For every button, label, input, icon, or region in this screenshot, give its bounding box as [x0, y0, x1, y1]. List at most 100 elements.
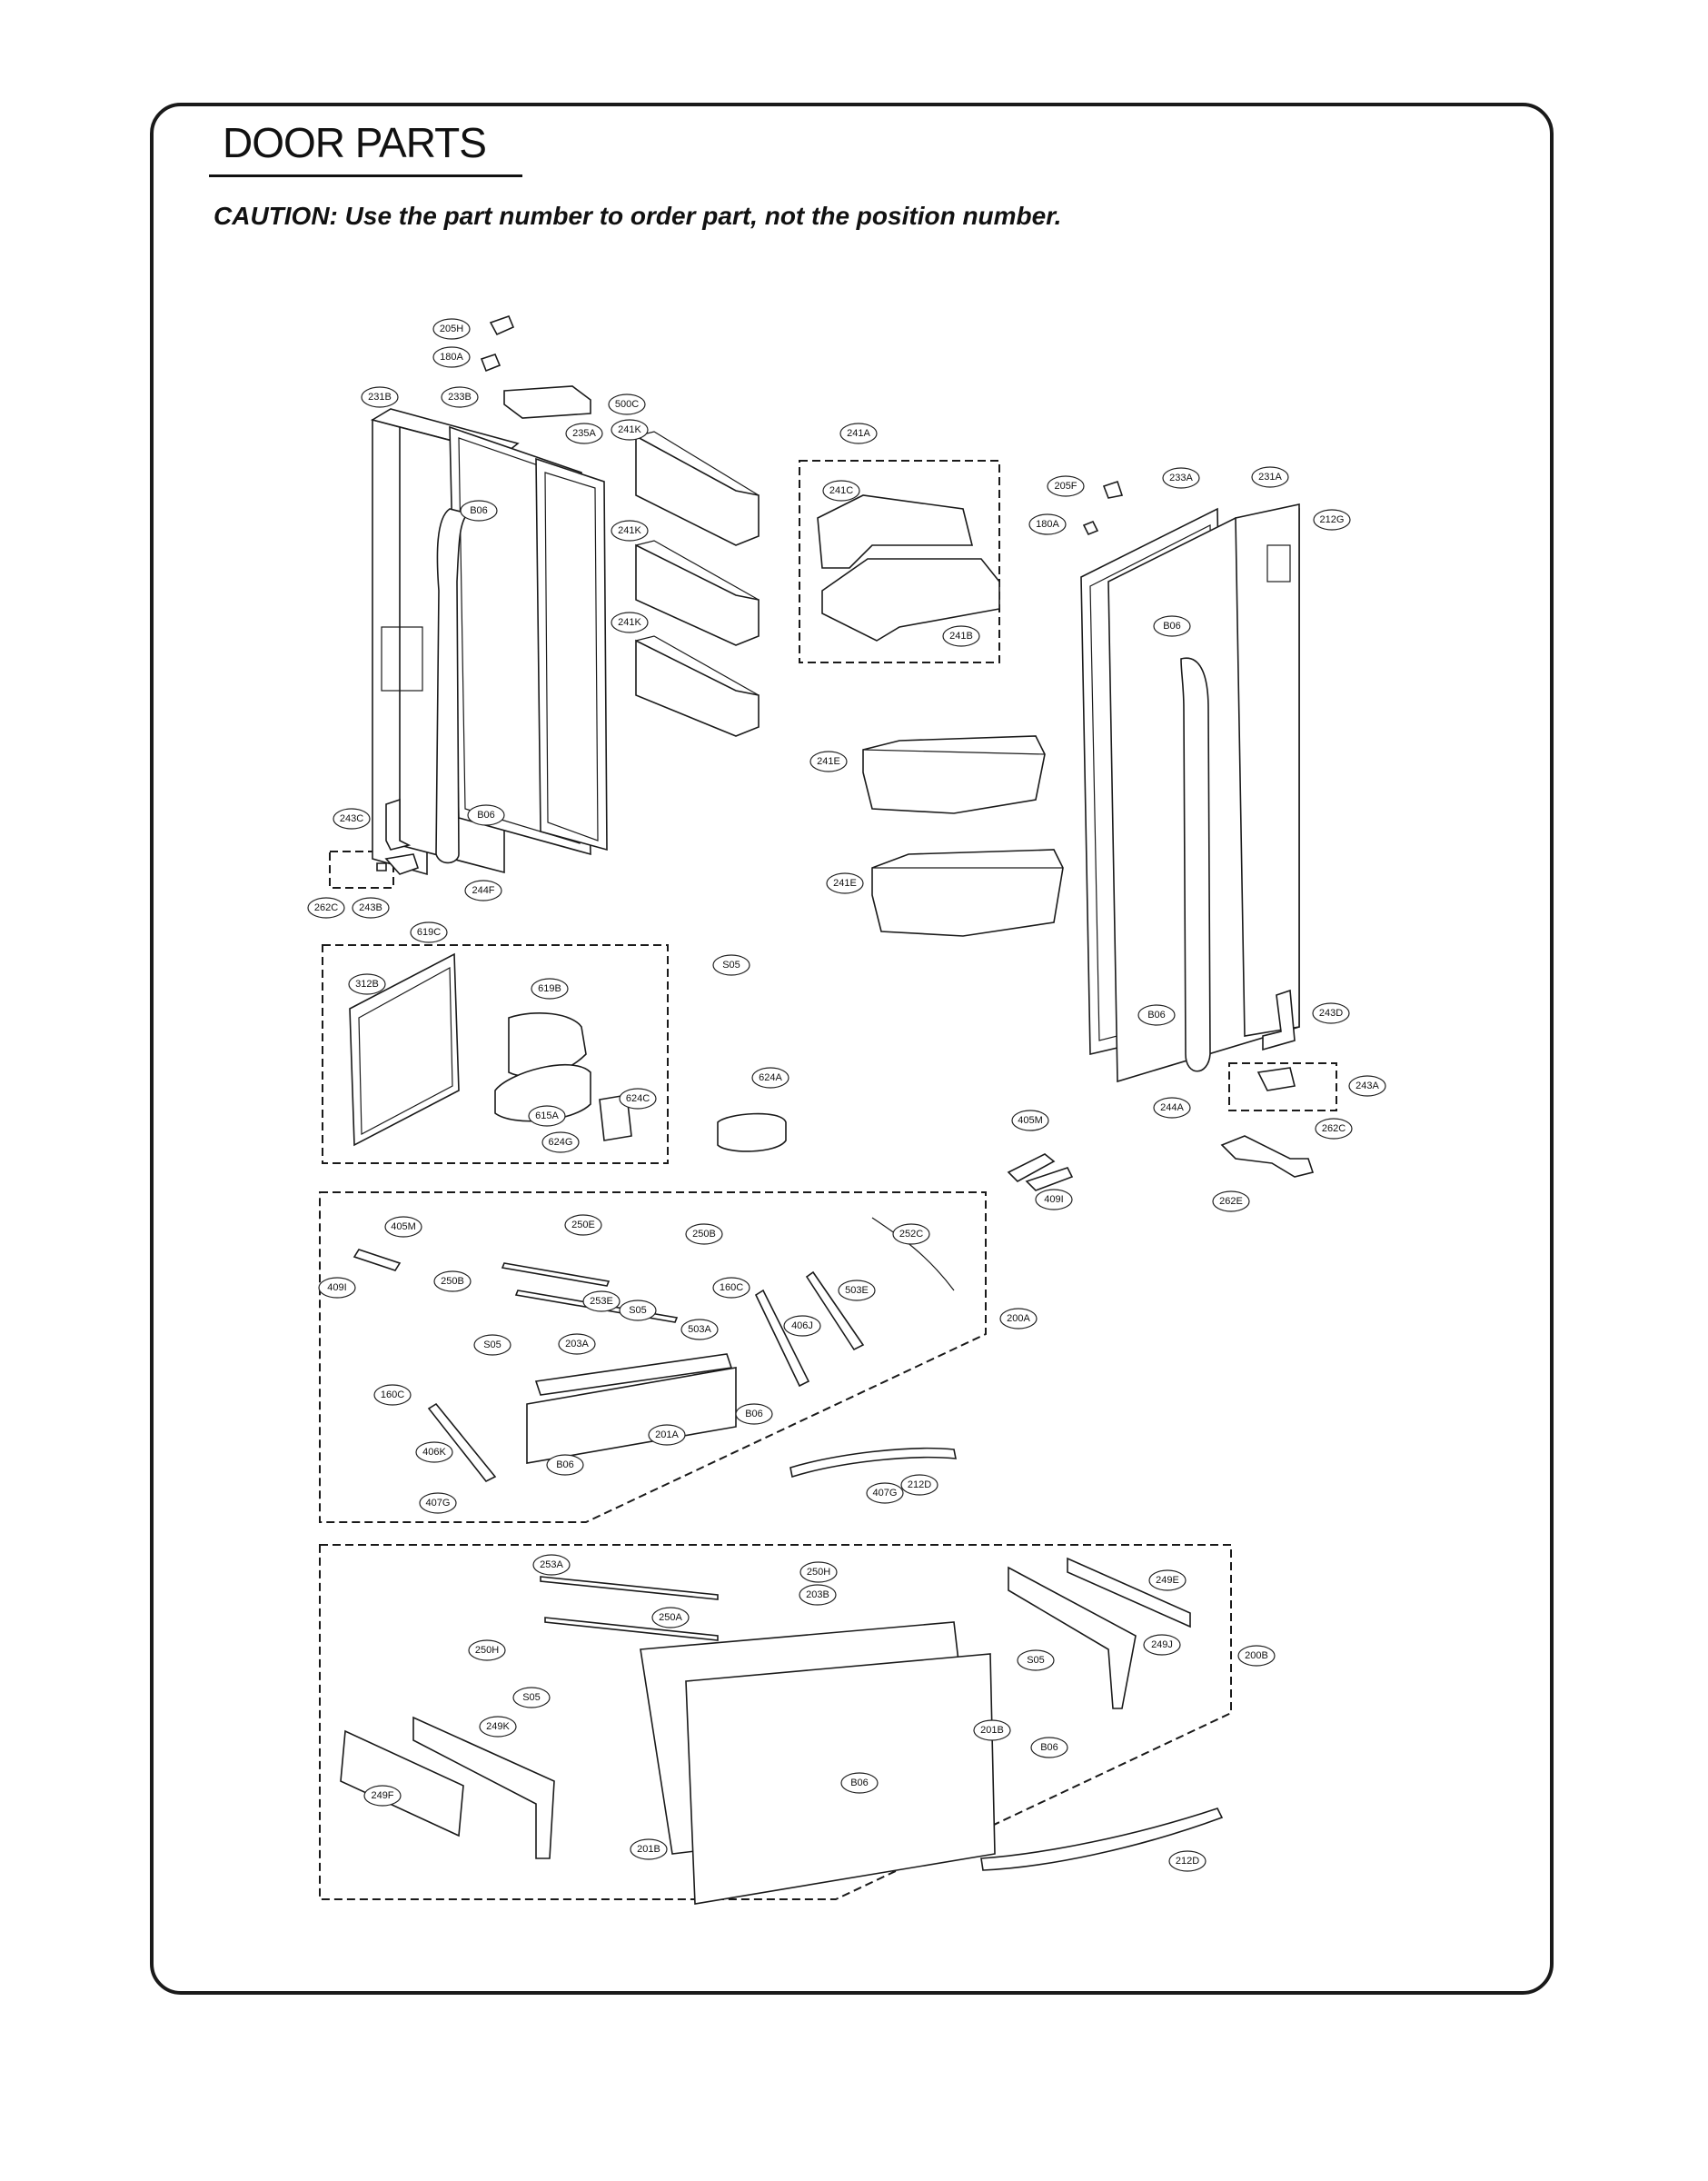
callout-text: 243C [340, 813, 363, 824]
callout-200a: 200A [999, 1308, 1038, 1330]
callout-text: 235A [572, 428, 596, 439]
callout-bubble [419, 1492, 457, 1514]
callout-text: 407G [873, 1488, 898, 1499]
callout-409i: 409I [1035, 1189, 1073, 1210]
callout-text: 250H [807, 1567, 830, 1578]
part-262c-left [376, 862, 387, 871]
slide-406j [754, 1289, 810, 1388]
callout-312b: 312B [348, 973, 386, 995]
callout-bubble [630, 1838, 668, 1860]
callout-text: 250B [441, 1276, 464, 1287]
callout-bubble [838, 1280, 876, 1301]
hinge-243c [385, 798, 412, 851]
callout-bubble [565, 423, 603, 444]
callout-text: 233B [448, 392, 472, 403]
callout-text: 241C [829, 485, 853, 496]
callout-253a: 253A [532, 1554, 571, 1576]
callout-180a: 180A [1028, 513, 1067, 535]
callout-bubble [611, 612, 649, 633]
callout-bubble [680, 1319, 719, 1340]
callout-text: B06 [1040, 1742, 1058, 1753]
callout-bubble [460, 500, 498, 522]
bin-241k-1 [635, 434, 760, 546]
callout-250b: 250B [685, 1223, 723, 1245]
callout-201a: 201A [648, 1424, 686, 1446]
callout-bubble [464, 880, 502, 901]
callout-text: 406J [791, 1320, 813, 1331]
callout-bubble [333, 808, 371, 830]
left-door-handle [435, 508, 470, 864]
callout-bubble [532, 1554, 571, 1576]
rail-250e [501, 1262, 611, 1287]
callout-406j: 406J [783, 1315, 821, 1337]
callout-bubble [892, 1223, 930, 1245]
callout-text: 253A [540, 1559, 563, 1570]
callout-text: 203B [806, 1589, 829, 1600]
left-door-assembly [370, 408, 608, 876]
callout-text: S05 [629, 1305, 647, 1316]
drawer-upper-box [319, 1191, 987, 1523]
callout-text: 231B [368, 392, 392, 403]
callout-619c: 619C [410, 921, 448, 943]
part-180a-right [1082, 520, 1099, 536]
callout-bubble [611, 419, 649, 441]
slide-406k [427, 1402, 497, 1483]
callout-s05: S05 [512, 1687, 551, 1708]
callout-bubble [1251, 466, 1289, 488]
callout-243d: 243D [1312, 1002, 1350, 1024]
callout-text: 243A [1355, 1081, 1379, 1091]
callout-text: 250H [475, 1645, 499, 1656]
callout-409i: 409I [318, 1277, 356, 1299]
callout-text: 500C [615, 399, 639, 410]
filter-624a [717, 1112, 787, 1152]
callout-bubble [799, 1584, 837, 1606]
callout-624a: 624A [751, 1067, 789, 1089]
left-door-liner-inner [544, 472, 599, 842]
left-door-gasket-inner [458, 437, 581, 844]
callout-241b: 241B [942, 625, 980, 647]
callout-b06: B06 [1030, 1737, 1068, 1758]
callout-241c: 241C [822, 480, 860, 502]
callout-bubble [611, 520, 649, 542]
callout-text: 249F [371, 1790, 393, 1801]
callout-bubble [441, 386, 479, 408]
callout-s05: S05 [1017, 1649, 1055, 1671]
callout-bubble [826, 872, 864, 894]
callout-text: 406K [422, 1447, 446, 1458]
callout-text: B06 [470, 505, 488, 516]
callout-text: 160C [381, 1389, 404, 1400]
callout-205h: 205H [432, 318, 471, 340]
callout-b06: B06 [1137, 1004, 1176, 1026]
bin-241k-2 [635, 543, 760, 646]
callout-b06: B06 [1153, 615, 1191, 637]
part-500c [503, 385, 591, 419]
hinge-left-box [329, 851, 394, 889]
callout-bubble [973, 1719, 1011, 1741]
callout-text: B06 [1147, 1010, 1166, 1021]
hinge-243d [1262, 989, 1296, 1051]
callout-bubble [619, 1088, 657, 1110]
callout-text: 201A [655, 1429, 679, 1440]
callout-text: S05 [522, 1692, 541, 1703]
slide-249f [340, 1729, 464, 1837]
right-door-badge-212g [1266, 544, 1291, 583]
callout-bubble [479, 1716, 517, 1738]
callout-262c: 262C [1315, 1118, 1353, 1140]
callout-text: 241K [618, 617, 641, 628]
callout-b06: B06 [460, 500, 498, 522]
callout-bubble [900, 1474, 938, 1496]
callout-bubble [839, 423, 878, 444]
callout-250e: 250E [564, 1214, 602, 1236]
callout-text: B06 [1163, 621, 1181, 632]
callout-bubble [363, 1785, 402, 1807]
callout-615a: 615A [528, 1105, 566, 1127]
callout-249e: 249E [1148, 1569, 1187, 1591]
callout-text: 244A [1160, 1102, 1184, 1113]
callout-bubble [648, 1424, 686, 1446]
bin-241c-cover [817, 494, 974, 569]
callout-text: 503A [688, 1324, 711, 1335]
callout-bubble [1035, 1189, 1073, 1210]
callout-244a: 244A [1153, 1097, 1191, 1119]
callout-bubble [546, 1454, 584, 1476]
callout-text: 624G [549, 1137, 573, 1148]
